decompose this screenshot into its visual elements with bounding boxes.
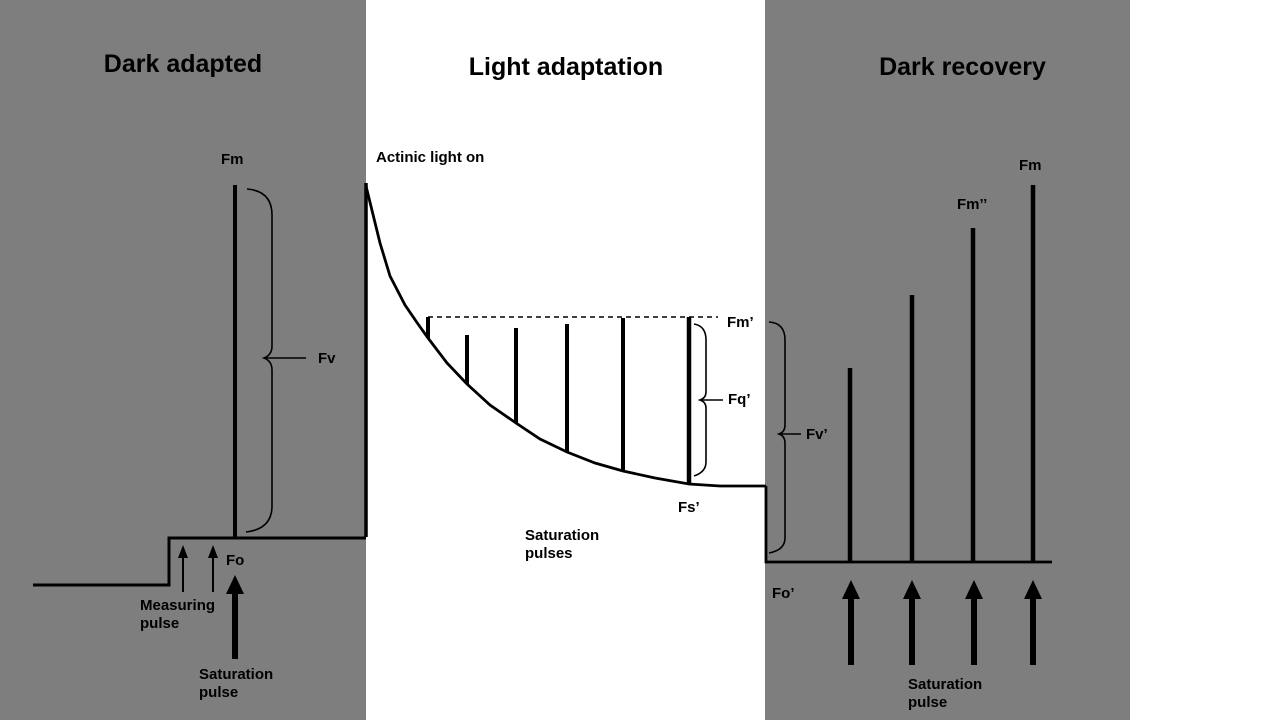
saturation-pulse-left-line2: pulse xyxy=(199,684,239,701)
fv-prime-brace xyxy=(768,321,786,554)
saturation-pulse-right-line1: Saturation xyxy=(908,676,983,693)
saturation-pulses-line1: Saturation xyxy=(525,527,600,544)
saturation-pulse-label-right: Saturation pulse xyxy=(908,676,982,712)
fo-prime-label: Fo’ xyxy=(772,585,795,602)
fm-prime-label: Fm’ xyxy=(727,314,754,331)
fm-recovered-label: Fm xyxy=(1019,157,1042,174)
saturation-pulse-arrow-head xyxy=(1024,580,1042,599)
fv-brace xyxy=(245,188,273,533)
saturation-pulse-arrow-left xyxy=(226,575,244,659)
saturation-pulse-left-line1: Saturation xyxy=(199,666,274,683)
fm-double-prime-label: Fm’’ xyxy=(957,196,988,213)
light-adaptation-decay-curve xyxy=(364,185,766,488)
saturation-pulse-arrow-head xyxy=(965,580,983,599)
measuring-pulse-arrows xyxy=(178,545,218,592)
fv-prime-label: Fv’ xyxy=(806,426,828,443)
fo-label: Fo xyxy=(226,552,245,569)
panel-dark-recovery-background xyxy=(765,0,1130,720)
saturation-pulse-arrow-head xyxy=(842,580,860,599)
saturation-pulse-arrows-right xyxy=(842,580,1042,665)
panel-dark-adapted-background xyxy=(0,0,366,720)
dark-adapted-baseline-trace xyxy=(33,536,366,587)
saturation-pulse-label-left: Saturation pulse xyxy=(199,666,273,702)
title-dark-recovery: Dark recovery xyxy=(879,53,1046,81)
saturation-pulse-right-line2: pulse xyxy=(908,694,948,711)
title-dark-adapted: Dark adapted xyxy=(103,50,263,78)
fv-label: Fv xyxy=(318,350,336,367)
actinic-light-on-label: Actinic light on xyxy=(376,149,485,166)
saturation-pulse-arrow-head xyxy=(226,575,244,594)
saturation-pulses-line2: pulses xyxy=(525,545,573,562)
saturation-pulse-arrow-head xyxy=(903,580,921,599)
saturation-pulses-label: Saturation pulses xyxy=(525,527,599,563)
fm-label: Fm xyxy=(221,151,244,168)
title-light-adaptation: Light adaptation xyxy=(468,53,664,81)
fs-prime-label: Fs’ xyxy=(678,499,700,516)
measuring-pulse-arrow-head xyxy=(208,545,218,558)
measuring-pulse-arrow-head xyxy=(178,545,188,558)
measuring-pulse-label-line2: pulse xyxy=(140,615,180,632)
measuring-pulse-label-line1: Measuring xyxy=(140,597,216,614)
light-saturation-spikes xyxy=(426,317,692,484)
fq-prime-label: Fq’ xyxy=(728,391,751,408)
measuring-pulse-label: Measuring pulse xyxy=(140,597,215,633)
dark-recovery-baseline-trace xyxy=(764,486,1052,564)
recovery-saturation-spikes xyxy=(847,185,1036,562)
